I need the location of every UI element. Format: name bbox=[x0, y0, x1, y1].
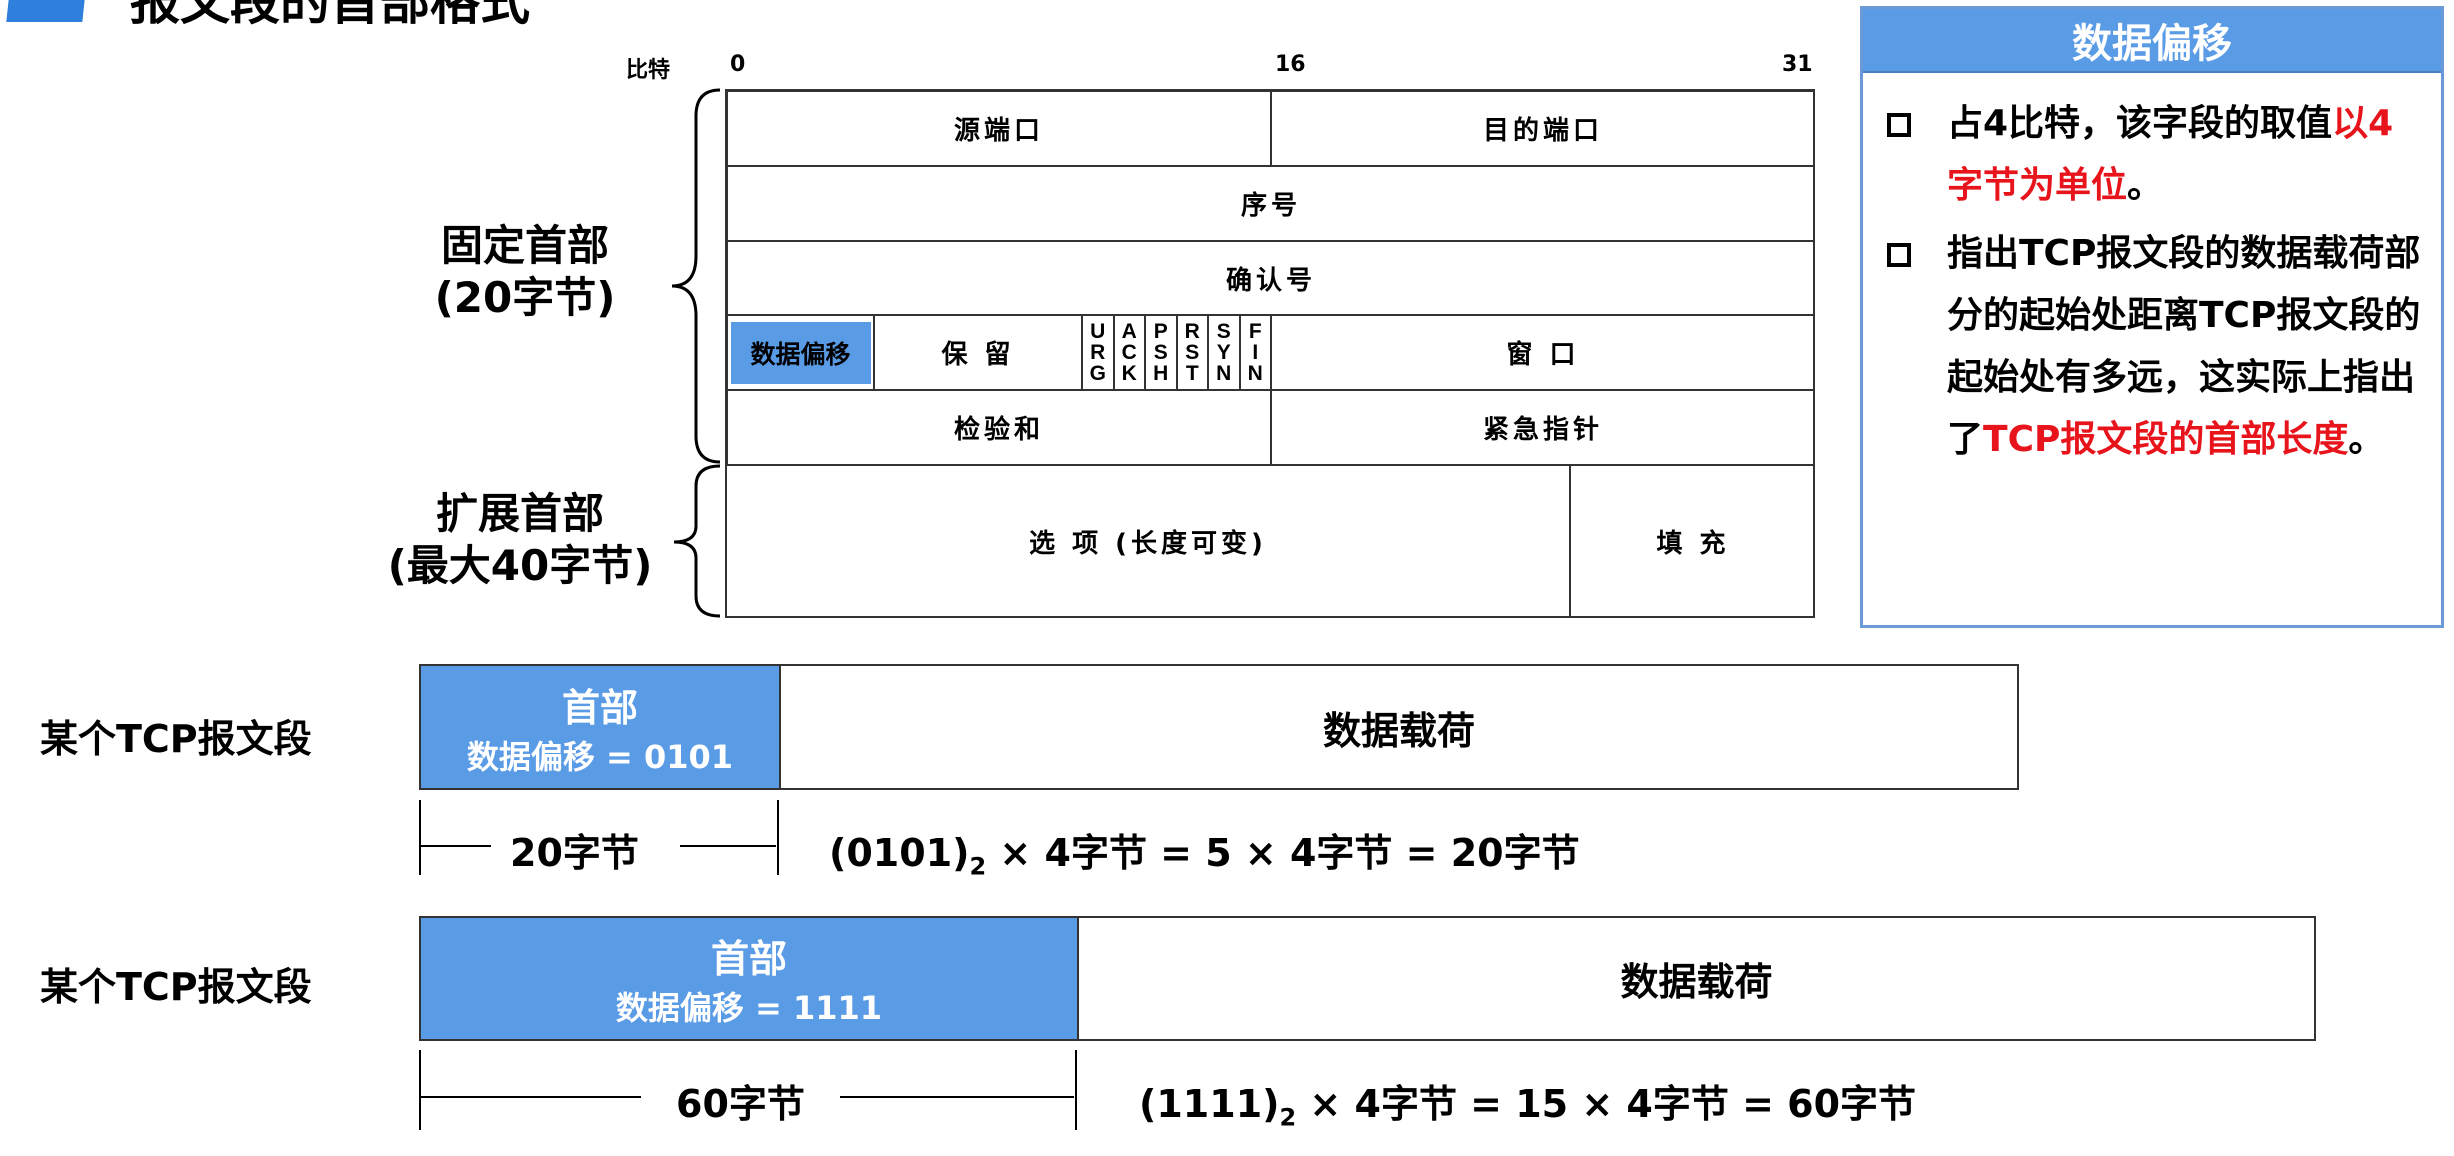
flag-letter: H bbox=[1153, 362, 1169, 385]
example1-arrow-right bbox=[680, 845, 776, 847]
brace-icons bbox=[671, 88, 721, 618]
panel-title: 数据偏移 bbox=[1863, 9, 2441, 73]
flag-letter: C bbox=[1121, 341, 1137, 364]
example1-segment: 首部数据偏移 = 0101 数据载荷 bbox=[419, 664, 2019, 790]
example2-dim-left bbox=[419, 1050, 421, 1130]
example1-header: 首部数据偏移 = 0101 bbox=[421, 666, 781, 788]
example1-dim-right bbox=[777, 800, 779, 875]
square-bullet-icon bbox=[1887, 113, 1911, 137]
panel-p2-text: 指出TCP报文段的数据载荷部分的起始处距离TCP报文段的起始处有多远，这实际上指… bbox=[1947, 233, 2421, 460]
bit-axis-label: 比特 bbox=[626, 58, 671, 83]
section-badge bbox=[6, 0, 86, 22]
data-offset-panel: 数据偏移 占4比特，该字段的取值以4字节为单位。 指出TCP报文段的数据载荷部分… bbox=[1860, 6, 2444, 628]
example2-formula-base: (1111) bbox=[1139, 1082, 1280, 1126]
fixed-brace-icon bbox=[671, 88, 721, 464]
flag-letter: S bbox=[1153, 341, 1168, 364]
field-offset-cell: 数据偏移 bbox=[727, 315, 874, 390]
field-offset: 数据偏移 bbox=[730, 321, 871, 384]
example2-header: 首部数据偏移 = 1111 bbox=[421, 918, 1079, 1039]
example2-length: 60字节 bbox=[676, 1082, 805, 1126]
ext-brace-icon bbox=[673, 464, 721, 618]
flag-letter: N bbox=[1247, 362, 1263, 385]
bit-31: 31 bbox=[1782, 52, 1813, 77]
example1-formula-base: (0101) bbox=[829, 831, 970, 875]
flag-letter: I bbox=[1252, 341, 1259, 364]
field-src-port: 源端口 bbox=[727, 91, 1271, 166]
bit-0: 0 bbox=[730, 52, 746, 77]
flag-letter: S bbox=[1185, 341, 1200, 364]
field-window: 窗 口 bbox=[1271, 315, 1815, 390]
flag-letter: P bbox=[1153, 320, 1168, 343]
example2-label: 某个TCP报文段 bbox=[40, 965, 312, 1009]
example1-dim-left bbox=[419, 800, 421, 875]
example2-arrow-left bbox=[421, 1096, 641, 1098]
example2-arrow-right bbox=[840, 1096, 1074, 1098]
example2-offset: 数据偏移 = 1111 bbox=[615, 989, 883, 1027]
flag-letter: S bbox=[1216, 320, 1231, 343]
field-checksum: 检验和 bbox=[727, 390, 1271, 465]
field-ack: 确认号 bbox=[727, 241, 1815, 315]
example2-payload: 数据载荷 bbox=[1620, 960, 1773, 1004]
flag-letter: G bbox=[1089, 362, 1106, 385]
flag-letter: T bbox=[1185, 362, 1199, 385]
example1-offset: 数据偏移 = 0101 bbox=[466, 737, 734, 776]
fixed-header-title: 固定首部 bbox=[440, 221, 609, 270]
panel-p1-end: 。 bbox=[2127, 165, 2164, 206]
field-dst-port: 目的端口 bbox=[1271, 91, 1815, 166]
flag-letter: N bbox=[1216, 362, 1232, 385]
panel-bullet-1: 占4比特，该字段的取值以4字节为单位。 bbox=[1887, 93, 2423, 223]
flag-letter: U bbox=[1090, 320, 1106, 343]
field-padding: 填 充 bbox=[1570, 465, 1815, 618]
example2-segment: 首部数据偏移 = 1111 数据载荷 bbox=[419, 916, 2316, 1041]
flag-letter: A bbox=[1121, 320, 1137, 343]
panel-p2-end: 。 bbox=[2348, 419, 2385, 460]
bit-16: 16 bbox=[1275, 52, 1306, 77]
flag-letter: Y bbox=[1216, 341, 1231, 364]
example1-length: 20字节 bbox=[510, 831, 639, 875]
example1-formula-sub: 2 bbox=[969, 852, 987, 881]
example1-label: 某个TCP报文段 bbox=[40, 717, 312, 761]
example2-header-title: 首部 bbox=[710, 937, 787, 981]
panel-bullet-2: 指出TCP报文段的数据载荷部分的起始处距离TCP报文段的起始处有多远，这实际上指… bbox=[1887, 223, 2423, 471]
field-urgent: 紧急指针 bbox=[1271, 390, 1815, 465]
flag-letter: K bbox=[1121, 362, 1137, 385]
panel-p1-highlight: 以4字节为单位 bbox=[1947, 103, 2394, 206]
example2-formula-sub: 2 bbox=[1279, 1103, 1297, 1132]
flag-letter: R bbox=[1090, 341, 1106, 364]
example1-arrow-left bbox=[421, 845, 491, 847]
fixed-header-size: (20字节) bbox=[434, 273, 616, 322]
example2-dim-right bbox=[1075, 1050, 1077, 1130]
field-reserved: 保 留 bbox=[874, 315, 1082, 390]
flag-letter: R bbox=[1184, 320, 1200, 343]
field-options: 选 项 (长度可变) bbox=[727, 465, 1570, 618]
example2-formula: (1111)2 × 4字节 = 15 × 4字节 = 60字节 bbox=[1139, 1073, 1916, 1132]
fixed-header-label: 固定首部(20字节) bbox=[400, 220, 650, 324]
panel-p2-highlight: TCP报文段的首部长度 bbox=[1983, 419, 2349, 460]
square-bullet-icon bbox=[1887, 243, 1911, 267]
ext-header-title: 扩展首部 bbox=[435, 489, 604, 538]
panel-p1-text: 占4比特，该字段的取值 bbox=[1947, 103, 2333, 144]
flag-letter: F bbox=[1248, 320, 1262, 343]
example1-payload: 数据载荷 bbox=[1322, 708, 1475, 753]
field-seq: 序号 bbox=[727, 166, 1815, 241]
example1-formula: (0101)2 × 4字节 = 5 × 4字节 = 20字节 bbox=[829, 822, 1580, 881]
ext-header-size: (最大40字节) bbox=[387, 541, 653, 590]
example1-header-title: 首部 bbox=[561, 685, 638, 730]
slide-title: 报文段的首部格式 bbox=[130, 0, 530, 31]
example1-formula-rest: × 4字节 = 5 × 4字节 = 20字节 bbox=[986, 831, 1580, 875]
ext-header-label: 扩展首部(最大40字节) bbox=[370, 488, 670, 592]
example2-formula-rest: × 4字节 = 15 × 4字节 = 60字节 bbox=[1296, 1082, 1917, 1126]
